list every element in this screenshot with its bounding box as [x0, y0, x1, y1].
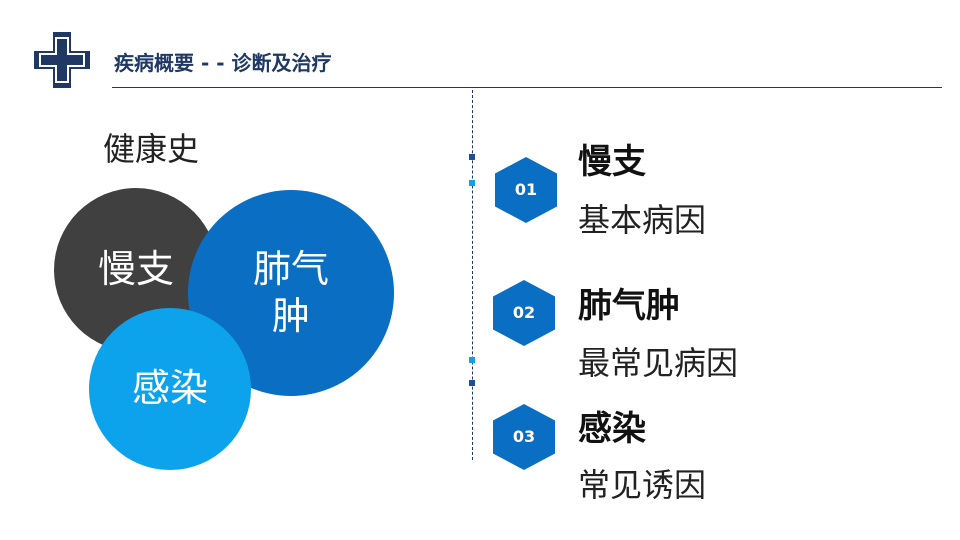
vertical-divider — [472, 90, 473, 460]
item-title: 慢支 — [578, 142, 646, 182]
divider-dot — [469, 154, 475, 160]
hexagon-icon — [495, 157, 557, 223]
divider-dot — [469, 180, 475, 186]
circle-emphysema: 肺气肿 — [188, 190, 394, 396]
hexagon-icon — [493, 404, 555, 470]
medical-cross-icon — [34, 32, 90, 88]
item-description: 最常见病因 — [578, 344, 739, 382]
divider-dot — [469, 357, 475, 363]
circle-label: 感染 — [131, 366, 208, 411]
item-description: 常见诱因 — [578, 466, 707, 504]
item-number: 03 — [512, 427, 536, 446]
item-number: 01 — [514, 180, 538, 199]
circle-infection: 感染 — [89, 308, 251, 470]
section-subtitle: 健康史 — [103, 130, 200, 168]
hexagon-icon — [493, 280, 555, 346]
divider-dot — [469, 380, 475, 386]
header-divider — [112, 87, 942, 88]
item-description: 基本病因 — [578, 201, 707, 239]
item-title: 肺气肿 — [578, 286, 680, 326]
item-number: 02 — [512, 303, 536, 322]
page-title: 疾病概要 - - 诊断及治疗 — [114, 51, 332, 75]
circle-label: 肺气肿 — [252, 246, 329, 339]
item-title: 感染 — [578, 409, 646, 449]
circle-label: 慢支 — [97, 247, 174, 292]
